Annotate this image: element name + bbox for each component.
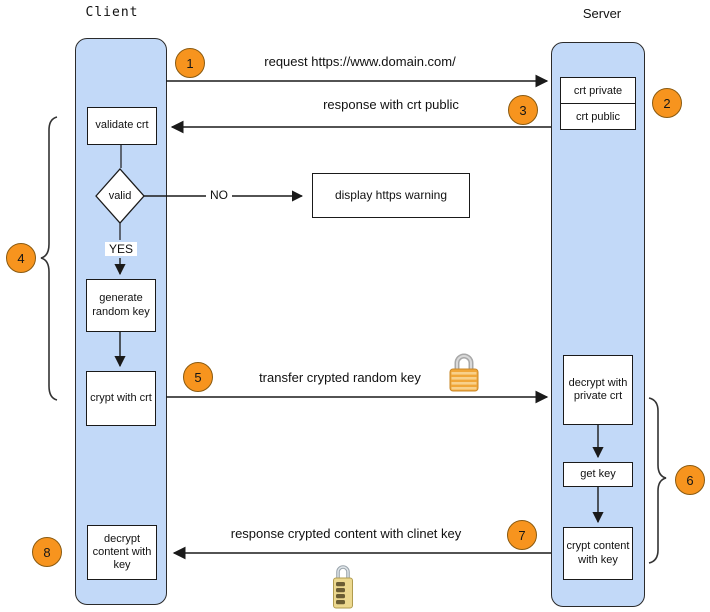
box-generate-random-key: generate random key	[86, 279, 156, 332]
step-badge-6: 6	[675, 465, 705, 495]
box-get-key: get key	[563, 462, 633, 487]
box-display-https-warning: display https warning	[312, 173, 470, 218]
decision-valid-diamond	[95, 168, 145, 224]
server-lane-title: Server	[582, 6, 622, 21]
cert-stack: crt private crt public	[560, 77, 636, 130]
yes-label: YES	[104, 242, 138, 256]
response-content-message-label: response crypted content with clinet key	[230, 526, 462, 541]
box-validate-crt: validate crt	[87, 107, 157, 145]
brace-server-steps	[648, 397, 667, 564]
transfer-key-message-label: transfer crypted random key	[259, 370, 421, 385]
padlock-icon	[449, 353, 479, 392]
step-badge-5: 5	[183, 362, 213, 392]
box-decrypt-with-private-crt: decrypt with private crt	[563, 355, 633, 425]
step-badge-2: 2	[652, 88, 682, 118]
no-label: NO	[206, 188, 232, 202]
box-crypt-with-crt: crypt with crt	[86, 371, 156, 426]
step-badge-4: 4	[6, 243, 36, 273]
client-lane-title: Client	[85, 5, 139, 20]
brace-client-steps	[40, 116, 58, 401]
request-message-label: request https://www.domain.com/	[264, 54, 456, 69]
response-crt-message-label: response with crt public	[323, 97, 459, 112]
box-crypt-content-with-key: crypt content with key	[563, 527, 633, 580]
combination-padlock-icon	[333, 565, 353, 609]
box-crt-private: crt private	[573, 84, 623, 97]
step-badge-3: 3	[508, 95, 538, 125]
box-decrypt-content-with-key: decrypt content with key	[87, 525, 157, 580]
decision-valid-label: valid	[108, 190, 132, 202]
step-badge-7: 7	[507, 520, 537, 550]
step-badge-1: 1	[175, 48, 205, 78]
step-badge-8: 8	[32, 537, 62, 567]
box-crt-public: crt public	[561, 103, 635, 129]
